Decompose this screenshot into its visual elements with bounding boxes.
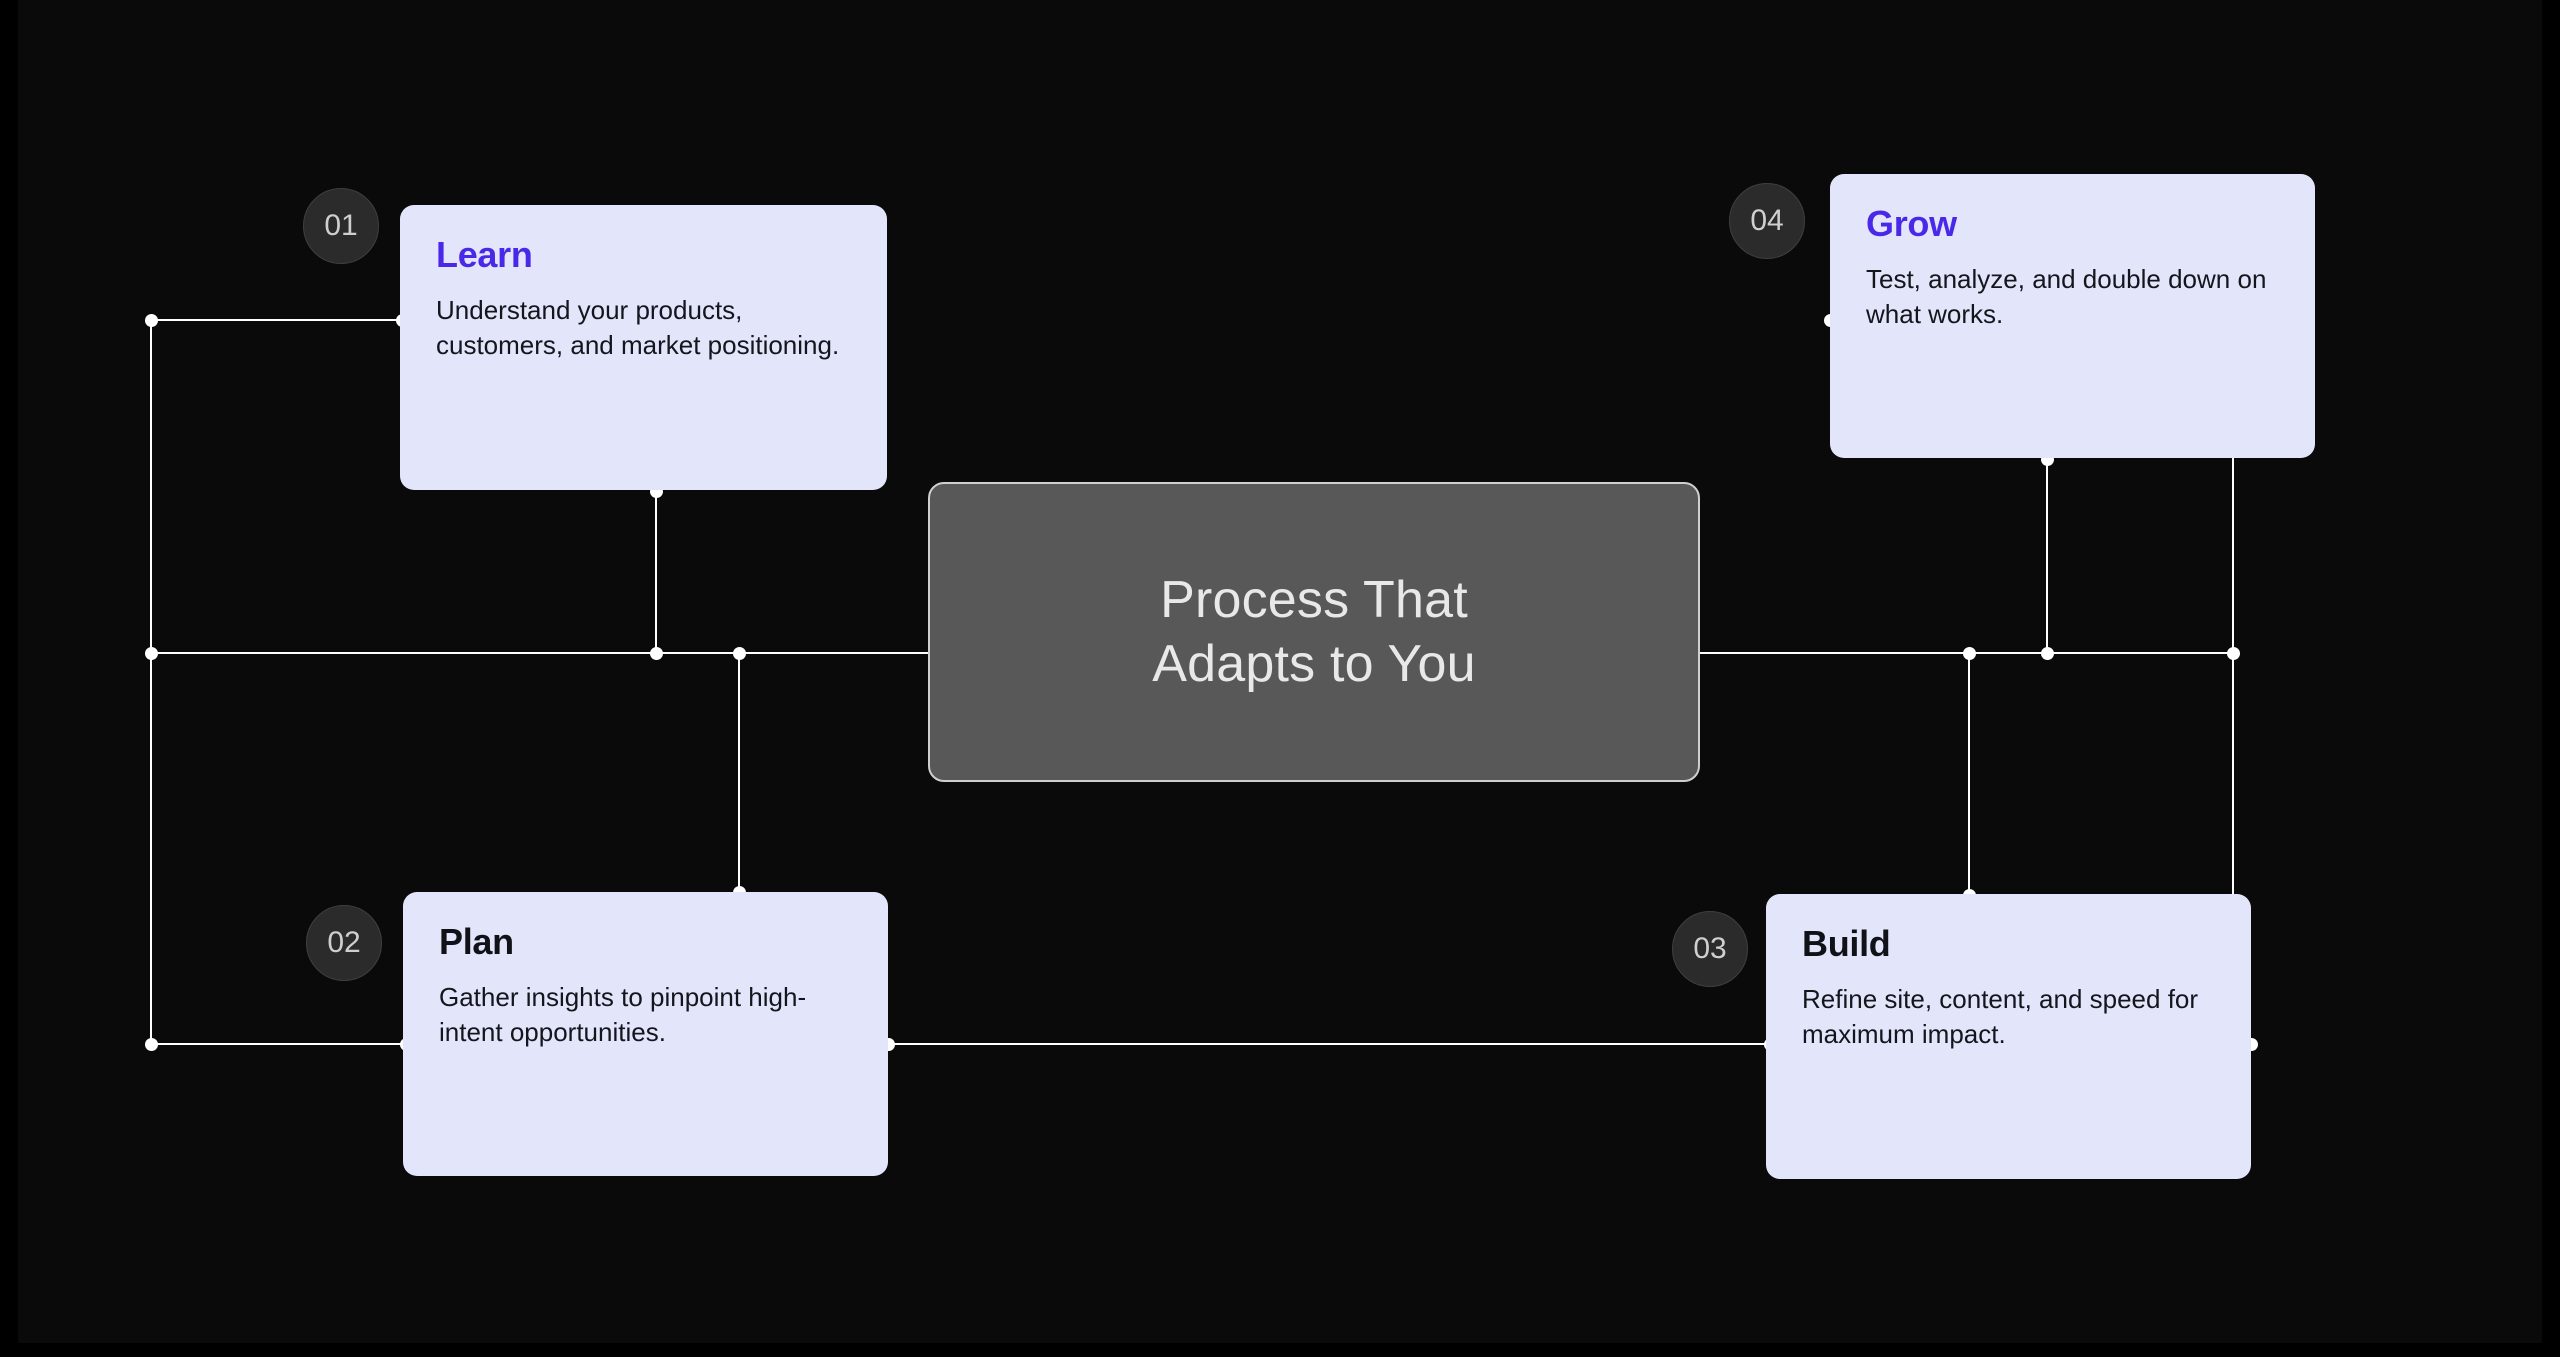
step-card-build-title: Build	[1802, 923, 1891, 964]
step-card-grow[interactable]: Grow Test, analyze, and double down on w…	[1830, 174, 2315, 458]
hub-title: Process That Adapts to You	[1152, 570, 1476, 693]
step-badge-04-label: 04	[1750, 204, 1784, 237]
frame-bottom-edge	[0, 1343, 2560, 1357]
frame-right-edge	[2542, 0, 2560, 1357]
step-card-grow-title: Grow	[1866, 203, 1957, 244]
step-badge-02-label: 02	[327, 926, 361, 959]
junction-dot-bottom-left	[144, 1037, 158, 1051]
connector-bottom-middle-segment	[888, 1043, 1770, 1045]
connector-bottom-left-segment	[150, 1043, 406, 1045]
step-card-grow-description: Test, analyze, and double down on what w…	[1866, 263, 2267, 330]
connector-left-rail	[150, 319, 152, 1044]
connector-right-rail	[2232, 319, 2234, 1044]
step-card-build-description: Refine site, content, and speed for maxi…	[1802, 983, 2199, 1050]
connector-learn-down	[655, 490, 657, 653]
connector-middle-left-segment	[150, 652, 932, 654]
step-card-learn[interactable]: Learn Understand your products, customer…	[400, 205, 887, 490]
step-badge-02: 02	[306, 905, 382, 981]
step-badge-01-label: 01	[324, 209, 358, 242]
junction-dot-mid-learn	[649, 646, 663, 660]
step-badge-01: 01	[303, 188, 379, 264]
connector-top-left-segment	[150, 319, 402, 321]
center-hub: Process That Adapts to You	[928, 482, 1700, 782]
frame-left-edge	[0, 0, 18, 1357]
connector-build-up	[1968, 652, 1970, 895]
step-card-learn-description: Understand your products, customers, and…	[436, 294, 840, 361]
junction-dot-mid-plan	[732, 646, 746, 660]
step-badge-03-label: 03	[1693, 932, 1727, 965]
junction-dot-mid-build	[1962, 646, 1976, 660]
connector-grow-down	[2046, 458, 2048, 653]
step-badge-04: 04	[1729, 183, 1805, 259]
connector-plan-up	[738, 652, 740, 892]
step-card-learn-title: Learn	[436, 234, 533, 275]
step-card-build[interactable]: Build Refine site, content, and speed fo…	[1766, 894, 2251, 1179]
step-card-plan-title: Plan	[439, 921, 514, 962]
step-card-plan[interactable]: Plan Gather insights to pinpoint high-in…	[403, 892, 888, 1176]
step-badge-03: 03	[1672, 911, 1748, 987]
junction-dot-mid-left	[144, 646, 158, 660]
step-card-plan-description: Gather insights to pinpoint high-intent …	[439, 981, 807, 1048]
junction-dot-top-left	[144, 313, 158, 327]
junction-dot-mid-right	[2226, 646, 2240, 660]
junction-dot-mid-grow	[2040, 646, 2054, 660]
